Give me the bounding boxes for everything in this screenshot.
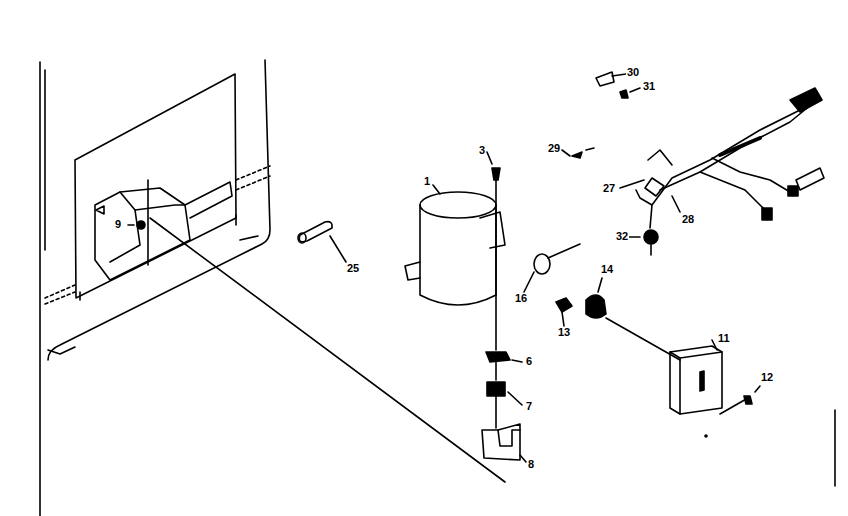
callout-number: 31 xyxy=(642,81,656,92)
callout-number: 7 xyxy=(525,401,533,412)
callout-number: 6 xyxy=(525,356,533,367)
callout-number: 11 xyxy=(717,333,731,344)
callout-number: 30 xyxy=(626,67,640,78)
callout-number: 16 xyxy=(514,293,528,304)
callout-number: 13 xyxy=(557,327,571,338)
callout-number: 14 xyxy=(600,264,614,275)
callout-number: 27 xyxy=(602,183,616,194)
callout-number: 9 xyxy=(114,219,122,230)
callout-number: 12 xyxy=(760,372,774,383)
callout-number: 8 xyxy=(527,459,535,470)
callout-number: 29 xyxy=(547,143,561,154)
callout-number: 28 xyxy=(681,214,695,225)
callout-number: 25 xyxy=(346,263,360,274)
callout-number: 1 xyxy=(423,176,431,187)
callout-number: 3 xyxy=(478,145,486,156)
callout-number: 32 xyxy=(615,231,629,242)
